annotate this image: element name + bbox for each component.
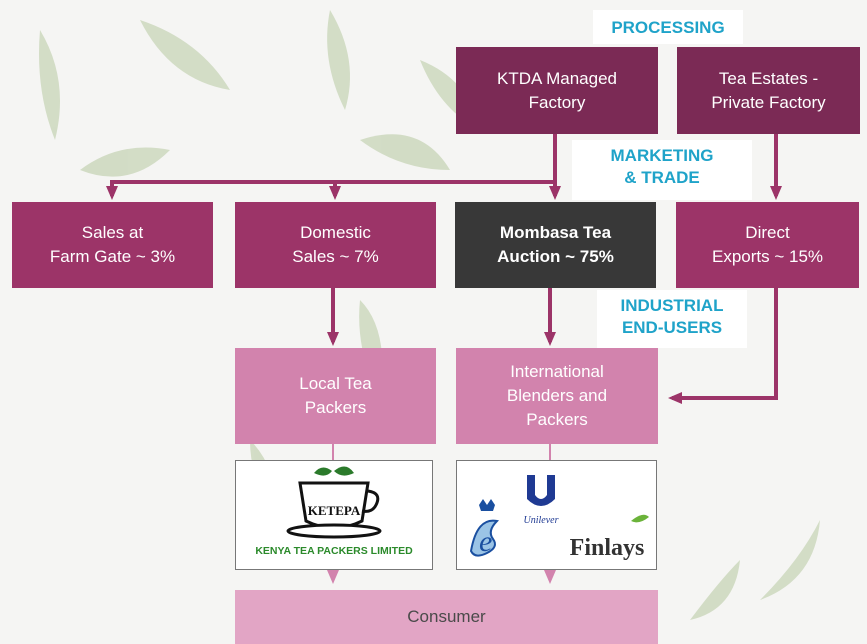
finlays-wordmark: Finlays [570, 535, 645, 561]
estates-factory-box: Tea Estates - Private Factory [677, 47, 860, 134]
mombasa-auction-box: Mombasa Tea Auction ~ 75% [455, 202, 656, 288]
leaf-shape [360, 134, 450, 170]
domestic-sales-box: Domestic Sales ~ 7% [235, 202, 436, 288]
royal-warrant-icon: e [469, 499, 500, 558]
blender-logos-panel: e Unilever Finlays [456, 460, 657, 570]
leaf-shape [140, 20, 230, 90]
ktda-factory-box: KTDA Managed Factory [456, 47, 658, 134]
ketepa-logo-panel: KETEPA KENYA TEA PACKERS LIMITED [235, 460, 433, 570]
leaf-shape [690, 560, 740, 620]
leaf-shape [39, 30, 60, 140]
blender-logos: e Unilever Finlays [469, 475, 649, 561]
unilever-wordmark: Unilever [524, 515, 559, 526]
ketepa-wordmark: KETEPA [308, 503, 361, 518]
finlays-logo: Finlays [570, 514, 649, 561]
local-tea-packers-box: Local Tea Packers [235, 348, 436, 444]
ketepa-logo: KETEPA KENYA TEA PACKERS LIMITED [255, 466, 413, 557]
ketepa-company-name: KENYA TEA PACKERS LIMITED [255, 545, 413, 557]
industrial-stage-label: INDUSTRIAL END-USERS [620, 296, 724, 338]
arrow-direct-to-intl [668, 288, 778, 404]
international-blenders-box: International Blenders and Packers [456, 348, 658, 444]
leaf-shape [327, 10, 350, 110]
marketing-stage-label: MARKETING & TRADE [610, 146, 714, 188]
farm-gate-sales-box: Sales at Farm Gate ~ 3% [12, 202, 213, 288]
processing-stage-label: PROCESSING [611, 18, 725, 37]
processing-label-backdrop [593, 10, 743, 44]
marketing-label-backdrop [572, 140, 752, 200]
unilever-logo: Unilever [524, 475, 559, 526]
leaf-shape [760, 520, 820, 600]
tea-cup-icon [286, 466, 382, 539]
industrial-label-backdrop [597, 290, 747, 348]
direct-exports-box: Direct Exports ~ 15% [676, 202, 859, 288]
leaf-shape [80, 147, 170, 177]
consumer-box: Consumer [235, 590, 658, 644]
svg-text:e: e [479, 525, 492, 558]
